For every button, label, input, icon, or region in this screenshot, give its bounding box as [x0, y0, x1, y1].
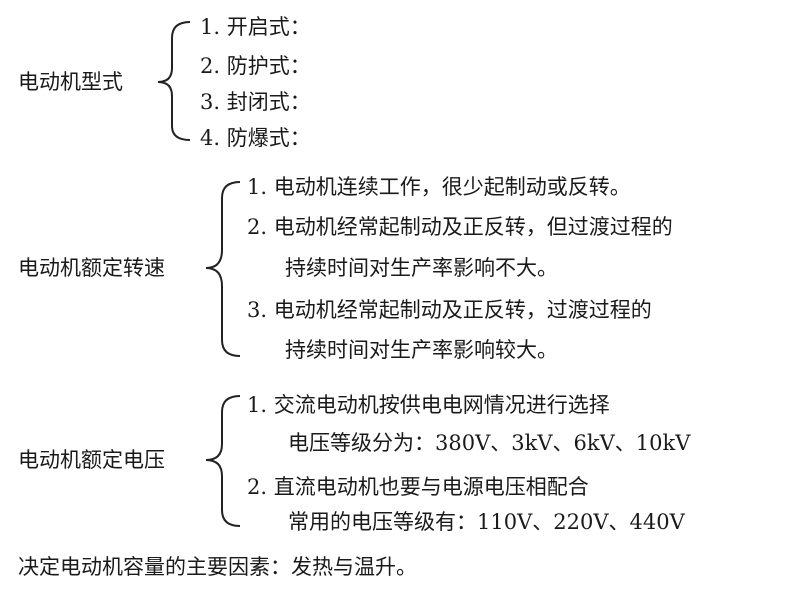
group-label-rated-voltage: 电动机额定电压 — [18, 448, 165, 472]
list-item-continuation: 持续时间对生产率影响较大。 — [285, 338, 558, 362]
group-label-motor-type: 电动机型式 — [18, 70, 123, 94]
list-item-continuation: 持续时间对生产率影响不大。 — [285, 256, 558, 280]
list-item: 3. 封闭式： — [200, 90, 311, 114]
list-item: 1. 交流电动机按供电电网情况进行选择 — [247, 393, 610, 417]
footer-note: 决定电动机容量的主要因素：发热与温升。 — [18, 555, 417, 579]
brace-rated-voltage — [205, 395, 241, 527]
list-item: 1. 电动机连续工作，很少起制动或反转。 — [247, 175, 631, 199]
list-item: 1. 开启式： — [200, 15, 311, 39]
list-item: 2. 电动机经常起制动及正反转，但过渡过程的 — [247, 215, 673, 239]
list-item: 2. 防护式： — [200, 54, 311, 78]
list-item: 2. 直流电动机也要与电源电压相配合 — [247, 475, 589, 499]
group-label-rated-speed: 电动机额定转速 — [18, 256, 165, 280]
list-item-continuation: 常用的电压等级有：110V、220V、440V — [288, 510, 685, 534]
brace-rated-speed — [205, 181, 241, 357]
brace-motor-type — [157, 21, 191, 141]
list-item: 3. 电动机经常起制动及正反转，过渡过程的 — [247, 298, 652, 322]
list-item-continuation: 电压等级分为：380V、3kV、6kV、10kV — [288, 431, 691, 455]
list-item: 4. 防爆式： — [200, 126, 311, 150]
